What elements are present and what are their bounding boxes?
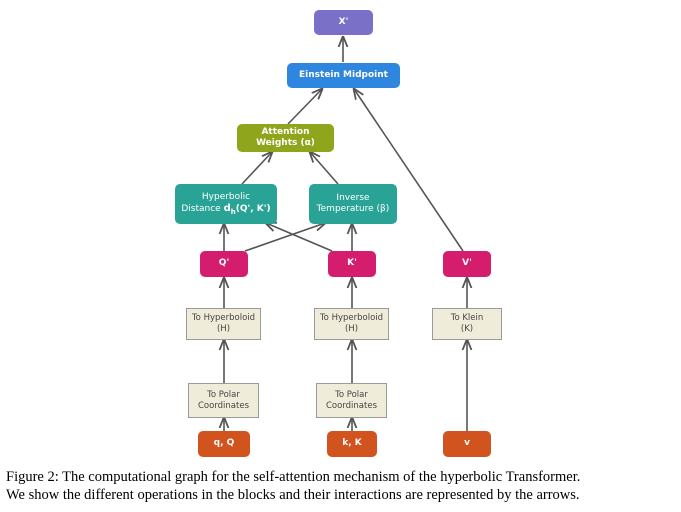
input-v-node: v [443,431,491,457]
inverse-label-line1: Inverse [336,192,370,203]
to-hyperboloid-q-line1: To Hyperboloid [191,313,256,324]
to-polar-q-line2: Coordinates [197,400,250,411]
hyperbolic-label-line2: Distance dh(Q', K') [181,203,270,217]
to-hyperboloid-k-line2: (H) [344,324,359,334]
hyperbolic-d-symbol: d [223,202,231,214]
einstein-midpoint-label: Einstein Midpoint [299,69,388,80]
to-polar-k-box: To Polar Coordinates [316,383,387,418]
to-hyperboloid-k-box: To Hyperboloid (H) [314,308,389,340]
arrow-attention-to-einstein [287,89,322,125]
to-klein-line1: To Klein [450,313,484,324]
hyperbolic-distance-node: Hyperbolic Distance dh(Q', K') [175,184,277,224]
input-k-label: k, K [342,438,362,449]
q-prime-label: Q' [218,258,230,269]
arrow-kprime-to-distance [266,223,333,252]
hyperbolic-distance-word: Distance [181,203,224,214]
input-q-label: q, Q [213,438,235,449]
inverse-temperature-node: Inverse Temperature (β) [309,184,397,224]
to-hyperboloid-k-line1: To Hyperboloid [319,313,384,324]
input-v-label: v [464,438,470,449]
to-polar-q-line1: To Polar [207,389,240,400]
figure-caption: Figure 2: The computational graph for th… [6,468,676,504]
attention-label-line1: Attention [261,126,310,137]
caption-line-2: We show the different operations in the … [6,487,580,503]
hyperbolic-label-line1: Hyperbolic [201,191,251,202]
inverse-label-line2: Temperature (β) [316,204,390,214]
v-prime-label: V' [462,258,472,269]
k-prime-node: K' [328,251,376,277]
input-q-node: q, Q [198,431,250,457]
arrow-temperature-to-attention [310,152,339,185]
to-hyperboloid-q-line2: (H) [216,324,231,334]
to-polar-k-line1: To Polar [335,389,368,400]
k-prime-label: K' [347,258,357,269]
to-klein-line2: (K) [460,324,474,334]
arrows-layer [0,0,681,431]
hyperbolic-args: (Q', K') [235,203,271,214]
input-k-node: k, K [327,431,377,457]
einstein-midpoint-node: Einstein Midpoint [287,63,400,88]
caption-line-1: Figure 2: The computational graph for th… [6,469,581,485]
output-node: X' [314,10,373,35]
computational-graph: X' Einstein Midpoint Attention Weights (… [0,0,681,457]
to-klein-box: To Klein (K) [432,308,502,340]
to-polar-k-line2: Coordinates [325,400,378,411]
v-prime-node: V' [443,251,491,277]
arrow-qprime-to-temperature [244,223,325,252]
to-polar-q-box: To Polar Coordinates [188,383,259,418]
attention-weights-node: Attention Weights (α) [237,124,334,152]
arrow-distance-to-attention [241,152,272,185]
output-label: X' [338,16,349,27]
arrow-vprime-to-einstein [354,89,464,252]
to-hyperboloid-q-box: To Hyperboloid (H) [186,308,261,340]
hyperbolic-subscript: h [230,207,236,216]
q-prime-node: Q' [200,251,248,277]
attention-label-line2: Weights (α) [256,138,315,148]
